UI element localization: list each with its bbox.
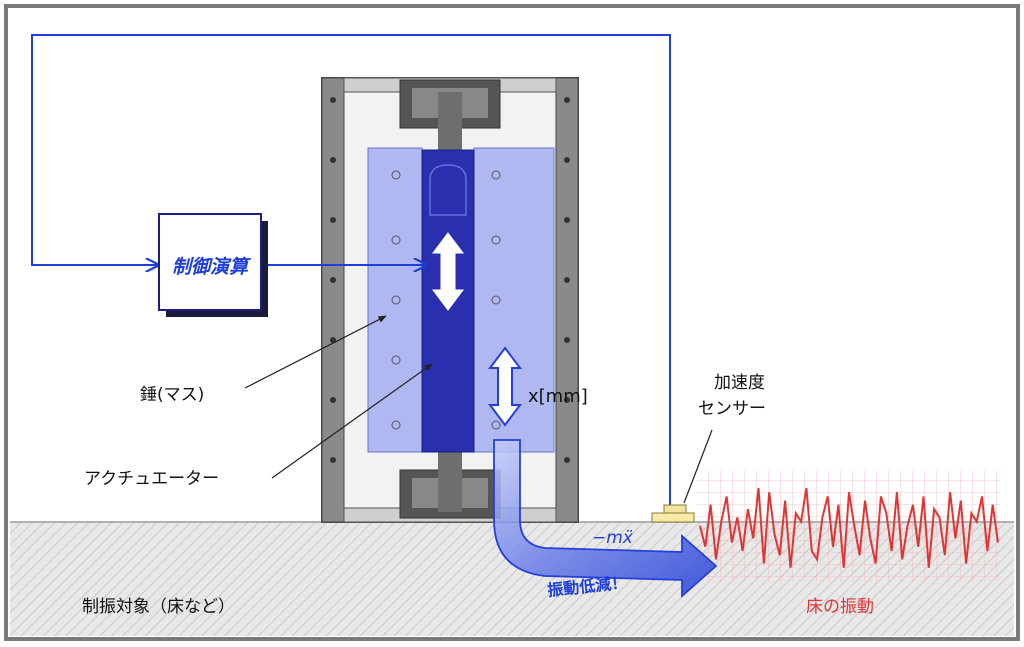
mass-panel-left xyxy=(367,147,423,453)
sensor-base xyxy=(651,512,695,523)
actuator-label: アクチュエーター xyxy=(84,469,219,489)
displacement-label: x[mm] xyxy=(528,386,588,407)
control-box xyxy=(158,213,262,311)
force-label: −mẍ xyxy=(592,528,634,548)
displacement-arrow xyxy=(488,346,522,427)
mass-panel-right xyxy=(473,147,555,453)
vibration-chart-grid xyxy=(697,470,1000,582)
sensor-top xyxy=(663,504,687,514)
actuator-detail xyxy=(429,164,467,216)
housing-bolts xyxy=(330,97,570,463)
housing-left-rail xyxy=(321,77,345,523)
actuator-motion-arrow xyxy=(432,232,464,311)
actuator-leader-line xyxy=(271,363,433,479)
sensor-label-line2: センサー xyxy=(698,399,766,419)
feedback-signal-line xyxy=(31,34,671,505)
mass-label: 錘(マス) xyxy=(140,385,204,405)
floor-vibration-label: 床の振動 xyxy=(806,597,874,617)
floor-vibration-trace xyxy=(699,487,999,568)
sensor-label-line1: 加速度 xyxy=(714,373,765,393)
mass-panel-holes xyxy=(391,170,501,430)
vibration-reduction-arrow xyxy=(493,439,718,598)
target-label: 制振対象（床など） xyxy=(82,597,235,617)
mass-leader-line xyxy=(244,315,387,389)
housing-right-rail xyxy=(555,77,579,523)
control-label: 制御演算 xyxy=(172,256,251,278)
sensor-leader-line xyxy=(683,429,713,504)
